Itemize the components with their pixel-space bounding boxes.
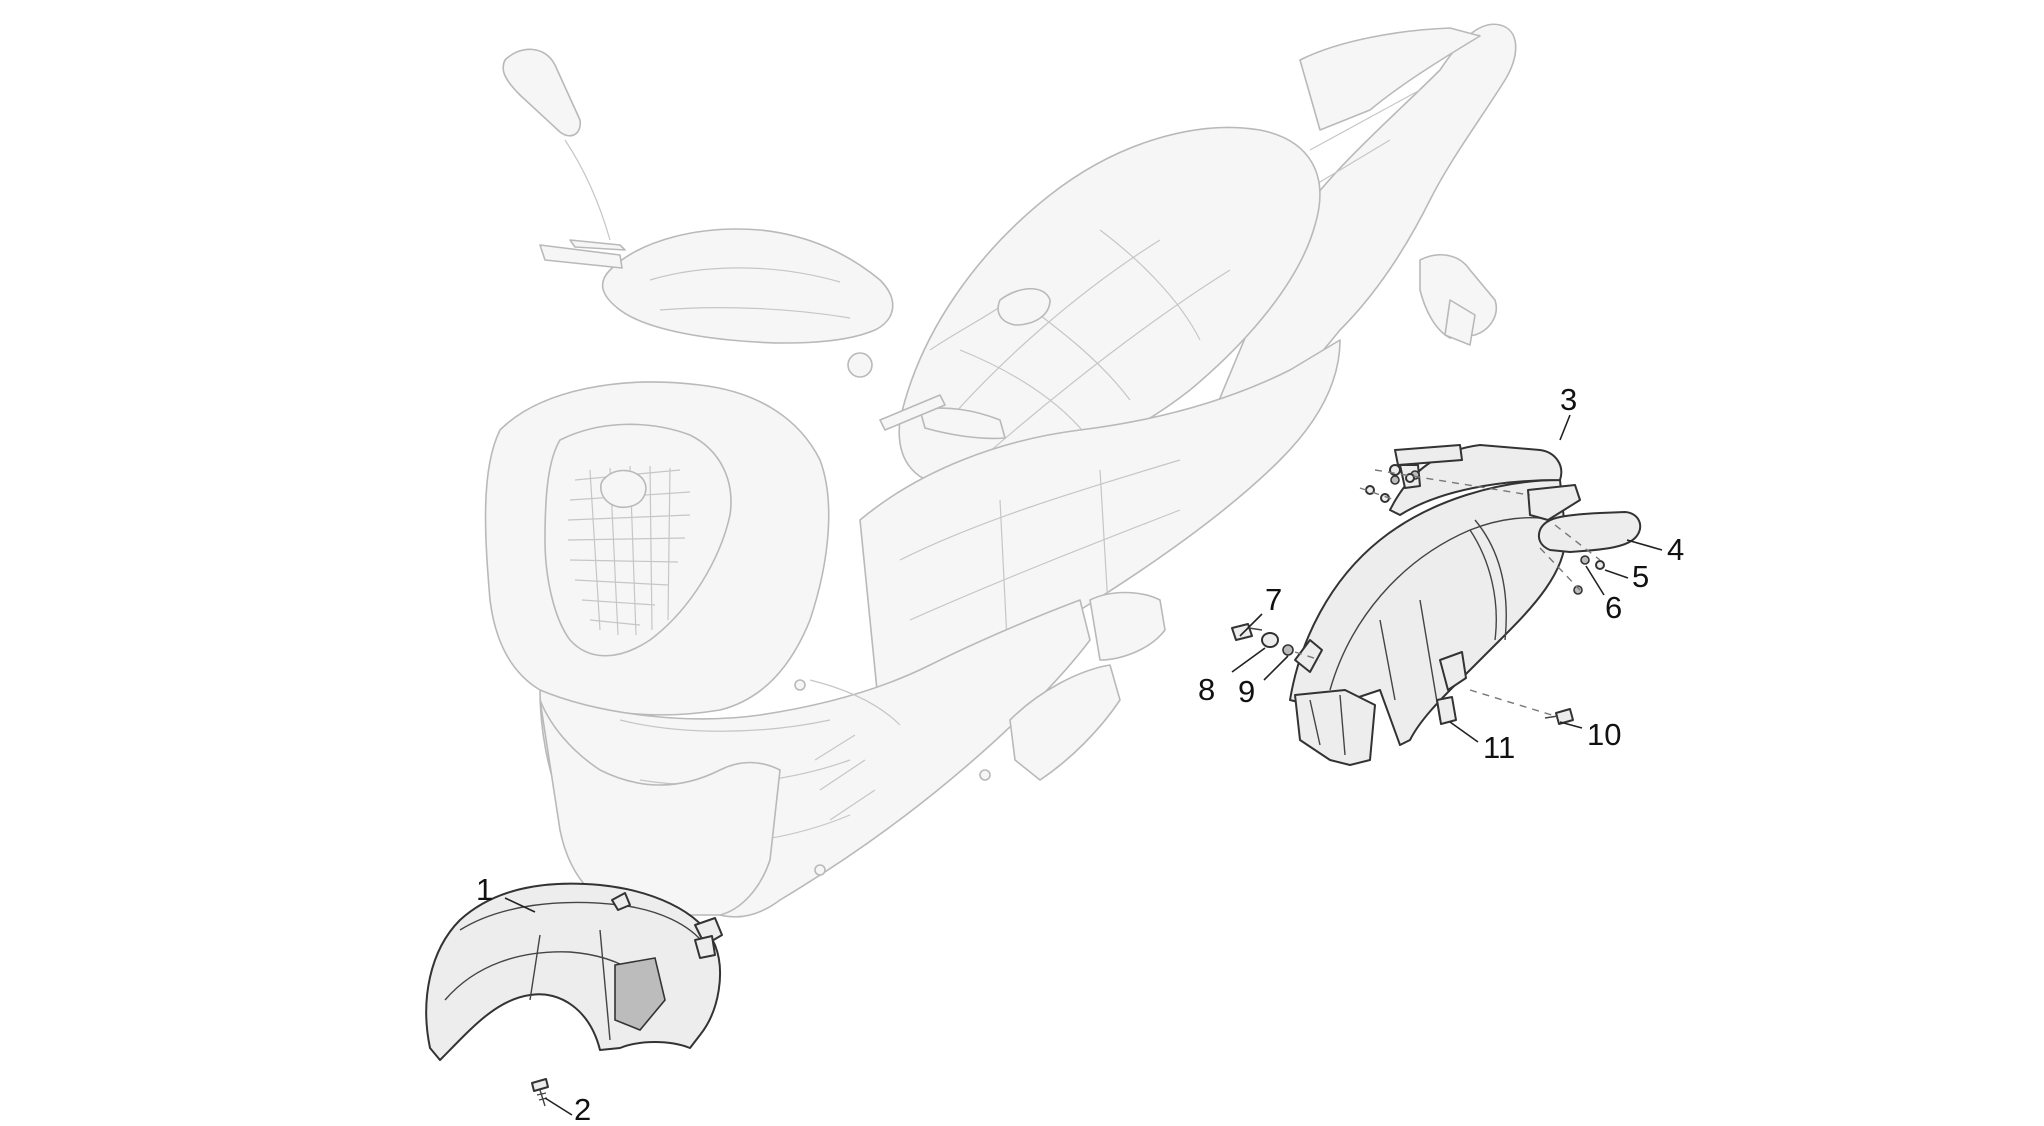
callout-11: 11 bbox=[1483, 730, 1515, 765]
callout-6: 6 bbox=[1605, 590, 1622, 625]
washer-top-1 bbox=[1389, 464, 1401, 476]
washer-top-2 bbox=[1405, 473, 1415, 483]
callout-7: 7 bbox=[1265, 582, 1282, 617]
callout-4: 4 bbox=[1667, 532, 1684, 567]
callout-1: 1 bbox=[476, 872, 493, 907]
nut-part-9 bbox=[1282, 644, 1294, 656]
screw-part-2 bbox=[531, 1078, 549, 1107]
scooter-outline bbox=[484, 23, 1517, 918]
callout-8: 8 bbox=[1198, 672, 1215, 707]
screw-part-10 bbox=[1555, 708, 1574, 725]
nut-lower-6 bbox=[1573, 585, 1583, 595]
front-mudguard-part bbox=[425, 882, 723, 1061]
callout-9: 9 bbox=[1238, 674, 1255, 709]
reflector-part-4 bbox=[1537, 511, 1642, 553]
callout-3: 3 bbox=[1560, 382, 1577, 417]
callout-2: 2 bbox=[574, 1092, 591, 1126]
callout-5: 5 bbox=[1632, 559, 1649, 594]
clip-part-11 bbox=[1436, 696, 1457, 725]
fastener-parts bbox=[1231, 464, 1605, 725]
washer-part-8 bbox=[1261, 632, 1279, 648]
rear-mudguard-part bbox=[1289, 444, 1581, 766]
washer-right-5 bbox=[1595, 560, 1605, 570]
assembly-dashed-lines bbox=[1294, 469, 1601, 717]
leader-lines bbox=[504, 414, 1663, 1116]
callout-labels: 1 2 3 4 5 6 7 8 9 10 11 bbox=[476, 382, 1684, 1126]
callout-10: 10 bbox=[1587, 717, 1621, 752]
nut-right-6 bbox=[1580, 555, 1590, 565]
